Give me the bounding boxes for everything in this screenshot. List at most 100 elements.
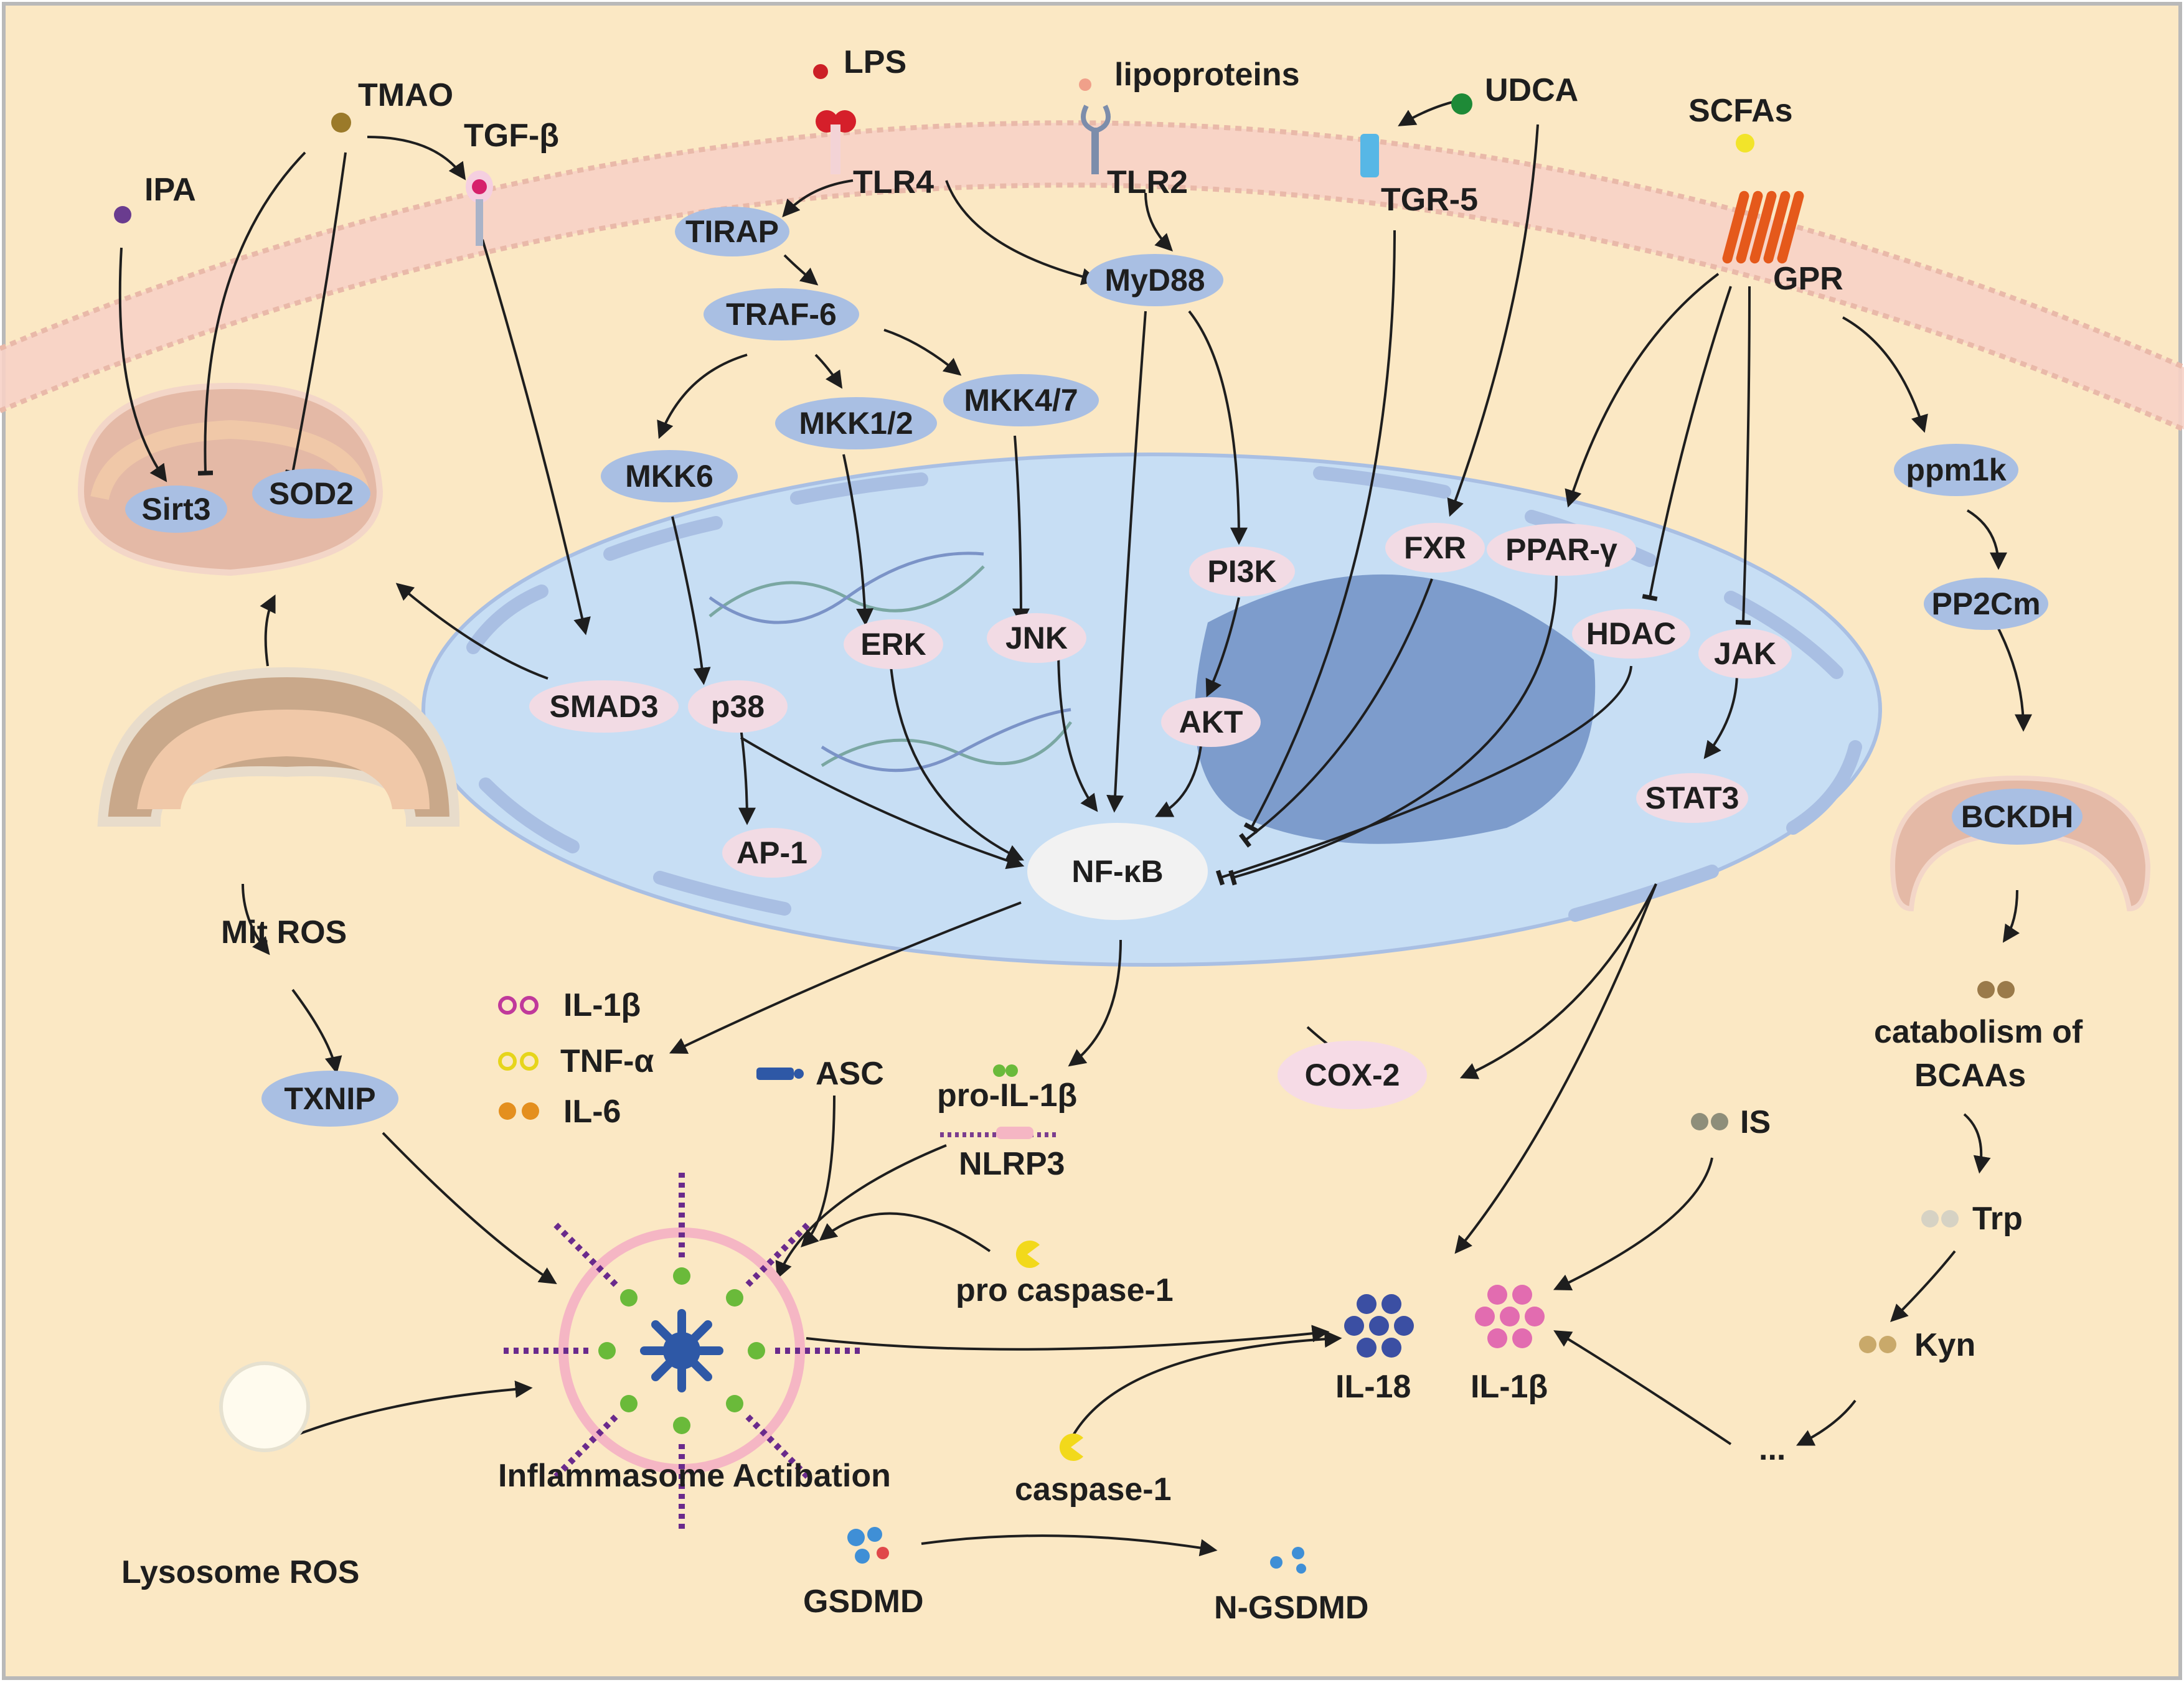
- svg-text:MKK6: MKK6: [625, 459, 713, 494]
- gpr-label: GPR: [1773, 261, 1843, 297]
- il1b-top-label: IL-1β: [563, 987, 641, 1023]
- node-cox2: COX-2: [1278, 1041, 1427, 1109]
- lipoprotein-icon: [1079, 78, 1091, 91]
- caspase1-icon: [1059, 1434, 1083, 1462]
- diagram-labels: Mit ROS IL-1β TNF-α IL-6 ASC pro-IL-1β N…: [121, 914, 2083, 1626]
- svg-text:SOD2: SOD2: [269, 476, 354, 511]
- pathway-arrows: [118, 98, 2032, 1557]
- kyn-icon: [1859, 1336, 1876, 1353]
- node-ap1: AP-1: [722, 828, 822, 878]
- svg-text:TXNIP: TXNIP: [284, 1081, 375, 1116]
- gsdmd-label: GSDMD: [803, 1584, 924, 1620]
- inflammasome-label: Inflammasome Actibation: [498, 1458, 891, 1494]
- lysosome-icon: [219, 1361, 310, 1452]
- tgr5-receptor-icon: [1360, 134, 1379, 177]
- ipa-label: IPA: [144, 172, 196, 208]
- svg-text:Sirt3: Sirt3: [141, 492, 210, 527]
- node-txnip: TXNIP: [261, 1071, 398, 1127]
- svg-text:AKT: AKT: [1179, 705, 1243, 739]
- svg-text:MKK4/7: MKK4/7: [964, 383, 1078, 418]
- il18-icon: [1344, 1294, 1414, 1358]
- node-jak: JAK: [1698, 629, 1792, 678]
- receptor-icons: [466, 105, 1804, 264]
- svg-text:SMAD3: SMAD3: [549, 689, 658, 724]
- pro-caspase1-label: pro caspase-1: [956, 1272, 1174, 1308]
- ligand-icons: [114, 64, 1754, 223]
- il1b-cluster-icon: [1475, 1285, 1545, 1348]
- tlr2-receptor-icon: [1081, 105, 1111, 174]
- trp-label: Trp: [1972, 1201, 2023, 1237]
- node-pi3k: PI3K: [1189, 547, 1295, 596]
- ipa-molecule-icon: [114, 206, 131, 223]
- cytokine-icons: [219, 981, 2015, 1574]
- node-nfkb: NF-κB: [1027, 823, 1208, 920]
- tnfa-label: TNF-α: [560, 1043, 654, 1079]
- lysosome-ros-label: Lysosome ROS: [121, 1554, 359, 1590]
- il18-label: IL-18: [1335, 1369, 1411, 1405]
- node-mkk47: MKK4/7: [943, 374, 1099, 426]
- node-bckdh: BCKDH: [1952, 789, 2083, 845]
- tgfb-receptor-icon: [466, 171, 493, 246]
- is-label: IS: [1740, 1104, 1771, 1140]
- kyn-label: Kyn: [1914, 1327, 1975, 1363]
- svg-text:ppm1k: ppm1k: [1906, 453, 2006, 487]
- gsdmd-icon: [847, 1527, 889, 1564]
- nuclear-pores: [466, 466, 1862, 922]
- tnfa-icon: [498, 1052, 517, 1071]
- svg-text:PI3K: PI3K: [1207, 554, 1276, 589]
- svg-text:MKK1/2: MKK1/2: [799, 406, 913, 441]
- n-gsdmd-icon: [1270, 1547, 1306, 1574]
- il6-label: IL-6: [563, 1094, 621, 1130]
- svg-text:JAK: JAK: [1714, 636, 1776, 671]
- tlr2-label: TLR2: [1107, 164, 1188, 200]
- gpr-receptor-icon: [1722, 190, 1804, 264]
- lipoproteins-label: lipoproteins: [1114, 57, 1300, 93]
- mit-ros-label: Mit ROS: [221, 914, 347, 950]
- signaling-nodes: TIRAP TRAF-6 MyD88 MKK1/2 MKK4/7 MKK6 Si…: [125, 207, 2083, 1127]
- is-icon: [1691, 1113, 1708, 1130]
- svg-text:FXR: FXR: [1404, 530, 1466, 565]
- node-fxr: FXR: [1385, 523, 1485, 573]
- n-gsdmd-label: N-GSDMD: [1214, 1590, 1368, 1626]
- svg-text:COX-2: COX-2: [1305, 1058, 1400, 1092]
- svg-text:p38: p38: [711, 689, 765, 724]
- node-tirap: TIRAP: [675, 207, 789, 256]
- svg-text:ERK: ERK: [860, 627, 926, 662]
- node-ppm1k: ppm1k: [1894, 444, 2018, 496]
- tlr4-receptor-icon: [816, 110, 856, 174]
- trp-icon: [1921, 1210, 1939, 1227]
- svg-text:NF-κB: NF-κB: [1071, 854, 1163, 889]
- node-jnk: JNK: [987, 613, 1086, 663]
- udca-label: UDCA: [1485, 72, 1578, 108]
- dna-helix: [708, 551, 1073, 772]
- catabolism-label-line1: catabolism of: [1874, 1014, 2083, 1050]
- node-erk: ERK: [844, 619, 943, 669]
- ellipsis-label: ...: [1759, 1431, 1786, 1467]
- tgfb-label: TGF-β: [464, 118, 559, 154]
- node-sod2: SOD2: [252, 469, 370, 519]
- node-p38: p38: [688, 680, 788, 733]
- il6-icon: [499, 1102, 516, 1120]
- pro-il1b-label: pro-IL-1β: [937, 1077, 1077, 1114]
- cell-membrane: [0, 123, 2184, 429]
- il1b-icon: [498, 996, 517, 1015]
- node-mkk12: MKK1/2: [775, 397, 937, 449]
- pro-caspase1-icon: [1015, 1241, 1040, 1269]
- node-hdac: HDAC: [1572, 609, 1690, 659]
- node-stat3: STAT3: [1636, 773, 1748, 823]
- nucleolus: [1194, 574, 1596, 844]
- node-smad3: SMAD3: [529, 680, 679, 733]
- ligand-labels: TMAO TGF-β IPA LPS lipoproteins UDCA SCF…: [144, 44, 1843, 297]
- tmao-molecule-icon: [331, 113, 351, 133]
- node-sirt3: Sirt3: [125, 486, 227, 533]
- catabolism-label-line2: BCAAs: [1914, 1058, 2026, 1094]
- asc-icon: [756, 1068, 794, 1080]
- nlrp3-label: NLRP3: [959, 1146, 1065, 1182]
- node-pparg: PPAR-γ: [1487, 523, 1636, 576]
- caspase1-label: caspase-1: [1015, 1471, 1172, 1508]
- mitochondrion-mit-ros: [97, 667, 460, 827]
- tmao-label: TMAO: [358, 77, 453, 113]
- pro-il1b-icon: [993, 1064, 1005, 1077]
